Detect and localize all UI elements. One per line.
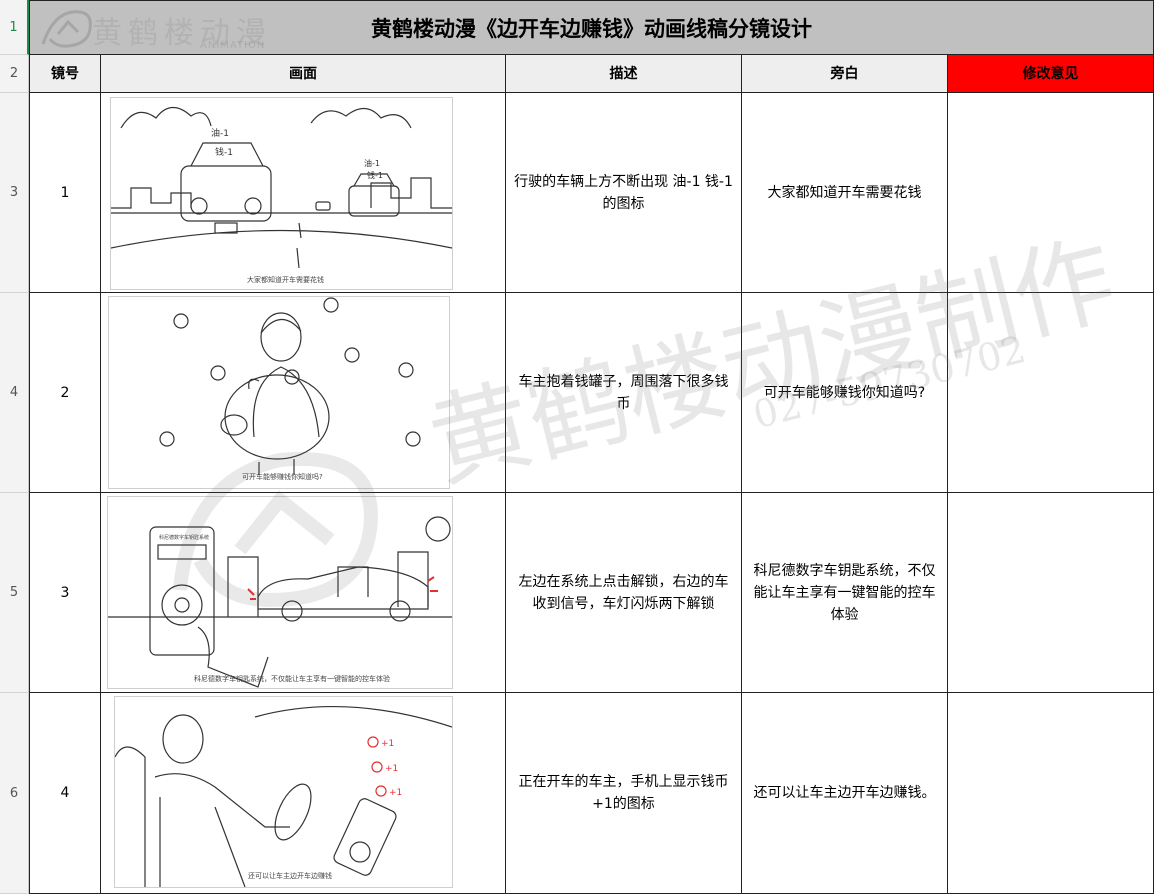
driver-head-icon xyxy=(162,714,204,764)
coin-icon xyxy=(173,313,189,329)
car-seat-icon xyxy=(115,746,146,887)
phone-icon xyxy=(333,798,397,876)
header-description[interactable]: 描述 xyxy=(506,55,742,93)
coin-icon xyxy=(371,761,383,773)
sketch-caption: 科尼德数字车钥匙系统，不仅能让车主享有一键智能的控车体验 xyxy=(194,674,390,683)
picture-cell[interactable] xyxy=(101,493,506,693)
sketch-caption: 还可以让车主边开车边赚钱 xyxy=(248,871,332,880)
cloud-icon xyxy=(120,106,212,129)
shot-number[interactable]: 2 xyxy=(29,293,101,493)
coin-plus-label: +1 xyxy=(381,739,394,749)
piggy-bank-icon xyxy=(224,374,330,460)
steering-wheel-icon xyxy=(274,783,312,841)
coin-icon xyxy=(367,736,379,748)
cloud-icon xyxy=(310,107,412,129)
headlight-flash-icon xyxy=(247,576,438,600)
shot-number[interactable]: 1 xyxy=(29,93,101,293)
coin-icon xyxy=(210,365,226,381)
picture-cell[interactable] xyxy=(101,93,506,293)
storyboard-sketch-1: 油-1 钱-1 油-1 钱-1 大家都知道开车需要花钱 xyxy=(110,97,453,290)
sketch-caption: 可开车能够赚钱你知道吗? xyxy=(242,472,323,481)
car-front-icon xyxy=(180,165,272,222)
coin-icon xyxy=(375,785,387,797)
header-narration[interactable]: 旁白 xyxy=(742,55,948,93)
parking-icon xyxy=(425,516,451,542)
feedback-cell[interactable] xyxy=(948,693,1154,894)
header-feedback[interactable]: 修改意见 xyxy=(948,55,1154,93)
row-header-4[interactable]: 4 xyxy=(0,293,29,493)
watermark-logo-icon xyxy=(173,451,378,608)
unlock-button-icon xyxy=(161,584,203,626)
row-header-6[interactable]: 6 xyxy=(0,693,29,894)
storyboard-sketch-3: 科尼德数字车钥匙系统 科尼德数字车钥匙系统，不仅能让车主享有一键智能的控车体验 xyxy=(107,496,453,689)
feedback-cell[interactable] xyxy=(948,93,1154,293)
row-header-2[interactable]: 2 xyxy=(0,55,29,93)
header-picture[interactable]: 画面 xyxy=(101,55,506,93)
feedback-cell[interactable] xyxy=(948,293,1154,493)
crane-logo-icon xyxy=(41,10,92,48)
phone-icon xyxy=(149,526,215,656)
description-cell[interactable]: 车主抱着钱罐子，周围落下很多钱币 xyxy=(506,293,742,493)
sketch-caption: 大家都知道开车需要花钱 xyxy=(247,275,324,284)
narration-cell[interactable]: 大家都知道开车需要花钱 xyxy=(742,93,948,293)
coin-plus-label: +1 xyxy=(385,764,398,774)
narration-cell[interactable]: 还可以让车主边开车边赚钱。 xyxy=(742,693,948,894)
phone-system-label: 科尼德数字车钥匙系统 xyxy=(159,534,209,541)
narration-cell[interactable]: 可开车能够赚钱你知道吗? xyxy=(742,293,948,493)
fuel-minus-label: 油-1 xyxy=(211,127,229,139)
fuel-minus-label: 油-1 xyxy=(364,158,380,168)
studio-logo xyxy=(38,4,278,56)
coin-icon xyxy=(323,297,339,313)
money-minus-label: 钱-1 xyxy=(367,170,383,180)
row-header-5[interactable]: 5 xyxy=(0,493,29,693)
logo-sub: ANIMATION xyxy=(200,40,266,51)
description-cell[interactable]: 行驶的车辆上方不断出现 油-1 钱-1 的图标 xyxy=(506,93,742,293)
coin-icon xyxy=(405,431,421,447)
description-cell[interactable]: 正在开车的车主，手机上显示钱币+1的图标 xyxy=(506,693,742,894)
coin-icon xyxy=(159,431,175,447)
shot-number[interactable]: 3 xyxy=(29,493,101,693)
car-side-icon xyxy=(257,566,429,610)
header-shot[interactable]: 镜号 xyxy=(29,55,101,93)
shot-number[interactable]: 4 xyxy=(29,693,101,894)
coin-icon xyxy=(344,347,360,363)
coin-plus-label: +1 xyxy=(389,788,402,798)
logo-name: 黄鹤楼动漫 xyxy=(92,16,272,51)
storyboard-sketch-4: +1 +1 +1 还可以让车主边开车边赚钱 xyxy=(114,696,453,888)
storyboard-sketch-2: 可开车能够赚钱你知道吗? xyxy=(108,296,450,489)
coin-icon xyxy=(398,362,414,378)
car-front-icon xyxy=(348,185,400,217)
row-header-3[interactable]: 3 xyxy=(0,93,29,293)
money-minus-label: 钱-1 xyxy=(215,146,233,158)
picture-cell[interactable] xyxy=(101,293,506,493)
feedback-cell[interactable] xyxy=(948,493,1154,693)
description-cell[interactable]: 左边在系统上点击解锁，右边的车收到信号，车灯闪烁两下解锁 xyxy=(506,493,742,693)
sheet-title[interactable]: 黄鹤楼动漫《边开车边赚钱》动画线稿分镜设计 xyxy=(29,0,1154,55)
narration-cell[interactable]: 科尼德数字车钥匙系统，不仅能让车主享有一键智能的控车体验 xyxy=(742,493,948,693)
person-head-icon xyxy=(260,312,302,362)
coin-icon xyxy=(284,369,300,385)
row-header-1[interactable]: 1 xyxy=(0,0,29,55)
